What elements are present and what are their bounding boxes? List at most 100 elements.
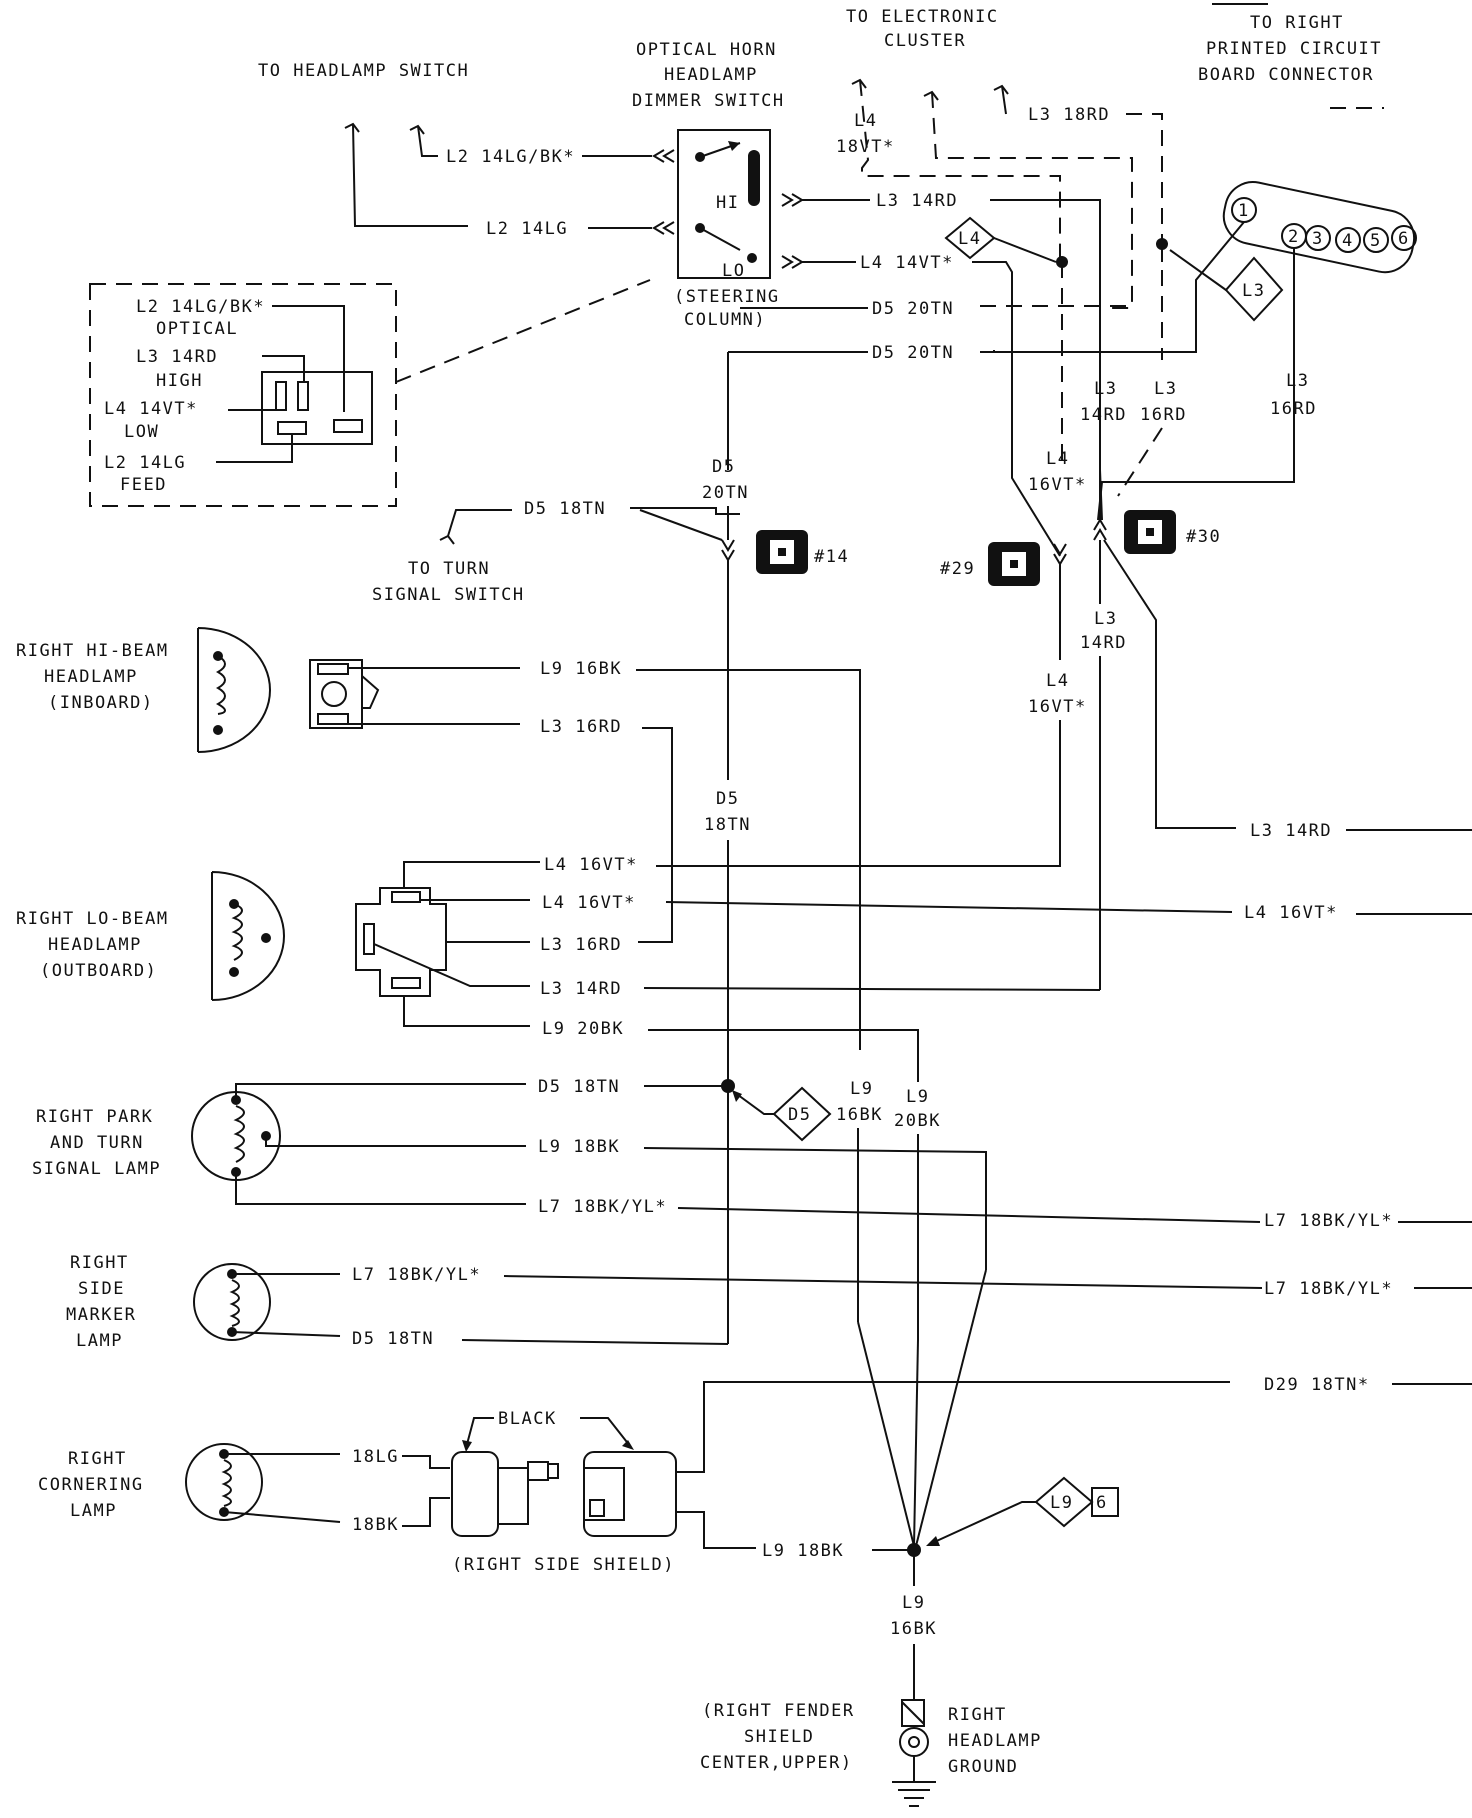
center-upper-label: CENTER,UPPER) <box>700 1753 853 1773</box>
inset-l4-14vt: L4 14VT* <box>104 399 198 419</box>
wire-18bk: 18BK <box>352 1515 399 1535</box>
cluster-wires: L4 18VT* L3 18RD <box>836 78 1163 309</box>
wire-l2-14lgbk-top: L2 14LG/BK* <box>446 147 575 167</box>
ground-convergence: L9 6 L9 16BK <box>857 1269 1119 1700</box>
v-14rd-a: 14RD <box>1080 405 1127 425</box>
d5-wires: D5 20TN D5 20TN D5 20TN <box>702 299 1132 540</box>
ground-label: GROUND <box>948 1757 1018 1777</box>
bottom-16bk: 16BK <box>890 1619 937 1639</box>
connector-14: D5 18TN #14 TO TURN SIGNAL SWITCH <box>372 499 849 780</box>
wire-d5-label-a: D5 <box>712 457 735 477</box>
to-headlamp-switch-label: TO HEADLAMP SWITCH <box>258 61 469 81</box>
to-right-label: TO RIGHT <box>1250 13 1344 33</box>
wire-l3-16rd-lo: L3 16RD <box>540 935 622 955</box>
pin-5: 5 <box>1370 231 1382 251</box>
exit-l7-b: L7 18BK/YL* <box>1264 1279 1393 1299</box>
wire-l4-14vt-lo: L4 14VT* <box>860 253 954 273</box>
v-16vt-a: 16VT* <box>1028 475 1087 495</box>
connector-29: #29 <box>940 542 1067 660</box>
right-headlamp-ground: (RIGHT FENDER SHIELD CENTER,UPPER) RIGHT… <box>700 1699 1042 1807</box>
d5-18tn-mid: D5 18TN <box>704 789 751 1082</box>
v-l3-b: L3 <box>1154 379 1177 399</box>
v-16rd-b: 16RD <box>1140 405 1187 425</box>
marker-label: MARKER <box>66 1305 136 1325</box>
mid-20bk-b: 20BK <box>894 1111 941 1131</box>
exit-l3-14rd: L3 14RD <box>1250 821 1332 841</box>
printed-circuit-header: TO RIGHT PRINTED CIRCUIT BOARD CONNECTOR <box>1198 3 1384 109</box>
l2-wires: L2 14LG/BK* L2 14LG <box>446 147 652 239</box>
ground-right-label: RIGHT <box>948 1705 1007 1725</box>
v-14rd-d: 14RD <box>1080 633 1127 653</box>
cornering-lamp-label: LAMP <box>70 1501 117 1521</box>
inboard-label: (INBOARD) <box>48 693 154 713</box>
marker-side-label: SIDE <box>78 1279 125 1299</box>
wire-d5-label-b: D5 <box>716 789 739 809</box>
wire-d5-20tn-top: D5 20TN <box>872 299 954 319</box>
dimmer-switch-label: DIMMER SWITCH <box>632 91 785 111</box>
splice-l3-label: L3 <box>1242 281 1265 301</box>
cluster-l4: L4 <box>854 111 877 131</box>
right-hi-beam-label: RIGHT HI-BEAM <box>16 641 169 661</box>
printed-circuit-label: PRINTED CIRCUIT <box>1206 39 1382 59</box>
connector-14-label: #14 <box>814 547 849 567</box>
wire-l3-14rd-lo: L3 14RD <box>540 979 622 999</box>
bottom-l9: L9 <box>902 1593 925 1613</box>
wire-l7-18bkyl-marker: L7 18BK/YL* <box>352 1265 481 1285</box>
headlamp-switch-header: TO HEADLAMP SWITCH <box>258 61 469 227</box>
right-side-shield-label: (RIGHT SIDE SHIELD) <box>452 1555 675 1575</box>
mid-l9-b: L9 <box>906 1087 929 1107</box>
mid-16bk-a: 16BK <box>836 1105 883 1125</box>
v-16rd-c: 16RD <box>1270 399 1317 419</box>
splice-d5: D5 <box>727 1086 832 1344</box>
wire-l9-18bk-park: L9 18BK <box>538 1137 620 1157</box>
pin-1: 1 <box>1238 201 1250 221</box>
connector-29-label: #29 <box>940 559 975 579</box>
exit-l4-16vt: L4 16VT* <box>1244 903 1338 923</box>
signal-switch-label: SIGNAL SWITCH <box>372 585 525 605</box>
headlamp-label: HEADLAMP <box>664 65 758 85</box>
right-side-marker-lamp: RIGHT SIDE MARKER LAMP L7 18BK/YL* L7 18… <box>66 1253 1472 1351</box>
splice-l9-label: L9 <box>1050 1493 1073 1513</box>
v-l3-c: L3 <box>1286 371 1309 391</box>
cluster-18vt: 18VT* <box>836 137 895 157</box>
connector-30: #30 L3 14RD <box>1080 510 1236 990</box>
wire-d5-20tn-mid: D5 20TN <box>872 343 954 363</box>
wire-d5-18tn-marker: D5 18TN <box>352 1329 434 1349</box>
pin-3: 3 <box>1312 229 1324 249</box>
electronic-cluster-header: TO ELECTRONIC CLUSTER <box>846 7 997 51</box>
right-cornering-lamp: RIGHT CORNERING LAMP 18LG 18BK BLACK (RI… <box>38 1375 1472 1575</box>
right-lo-beam-label: RIGHT LO-BEAM <box>16 909 169 929</box>
v-l3-d: L3 <box>1094 609 1117 629</box>
lo-label: LO <box>722 261 745 281</box>
wire-l4-16vt-a: L4 16VT* <box>544 855 638 875</box>
right-park-turn-lamp: RIGHT PARK AND TURN SIGNAL LAMP D5 18TN … <box>32 1077 1472 1270</box>
vertical-wire-labels: L3 14RD L3 16RD L3 16RD L4 16VT* <box>1028 371 1317 520</box>
wire-d5-18tn-turn: D5 18TN <box>524 499 606 519</box>
wire-18lg: 18LG <box>352 1447 399 1467</box>
steering-label: (STEERING <box>674 287 780 307</box>
inset-l2-14lg: L2 14LG <box>104 453 186 473</box>
splice-six-label: 6 <box>1096 1493 1108 1513</box>
ground-headlamp-label: HEADLAMP <box>948 1731 1042 1751</box>
l4-16vt-vertical: L4 16VT* <box>656 671 1087 867</box>
marker-lamp-label: LAMP <box>76 1331 123 1351</box>
and-turn-label: AND TURN <box>50 1133 144 1153</box>
outboard-label: (OUTBOARD) <box>40 961 157 981</box>
inset-optical: OPTICAL <box>156 319 238 339</box>
right-lo-beam-headlamp: RIGHT LO-BEAM HEADLAMP (OUTBOARD) L4 16V… <box>16 855 1233 1082</box>
wire-l9-16bk-hi: L9 16BK <box>540 659 622 679</box>
to-turn-label: TO TURN <box>408 559 490 579</box>
signal-lamp-label: SIGNAL LAMP <box>32 1159 161 1179</box>
wire-l3-16rd-hi: L3 16RD <box>540 717 622 737</box>
wire-18tn-label: 18TN <box>704 815 751 835</box>
hi-beam-headlamp-label: HEADLAMP <box>44 667 138 687</box>
hi-lo-wires: L3 14RD L4 14VT* L4 L3 <box>802 191 1284 557</box>
splice-d5-label: D5 <box>788 1105 811 1125</box>
right-park-label: RIGHT PARK <box>36 1107 153 1127</box>
v-16vt-b: 16VT* <box>1028 697 1087 717</box>
inset-low: LOW <box>124 422 159 442</box>
cornering-label: CORNERING <box>38 1475 144 1495</box>
v-l4-a: L4 <box>1046 449 1069 469</box>
column-label: COLUMN) <box>684 310 766 330</box>
